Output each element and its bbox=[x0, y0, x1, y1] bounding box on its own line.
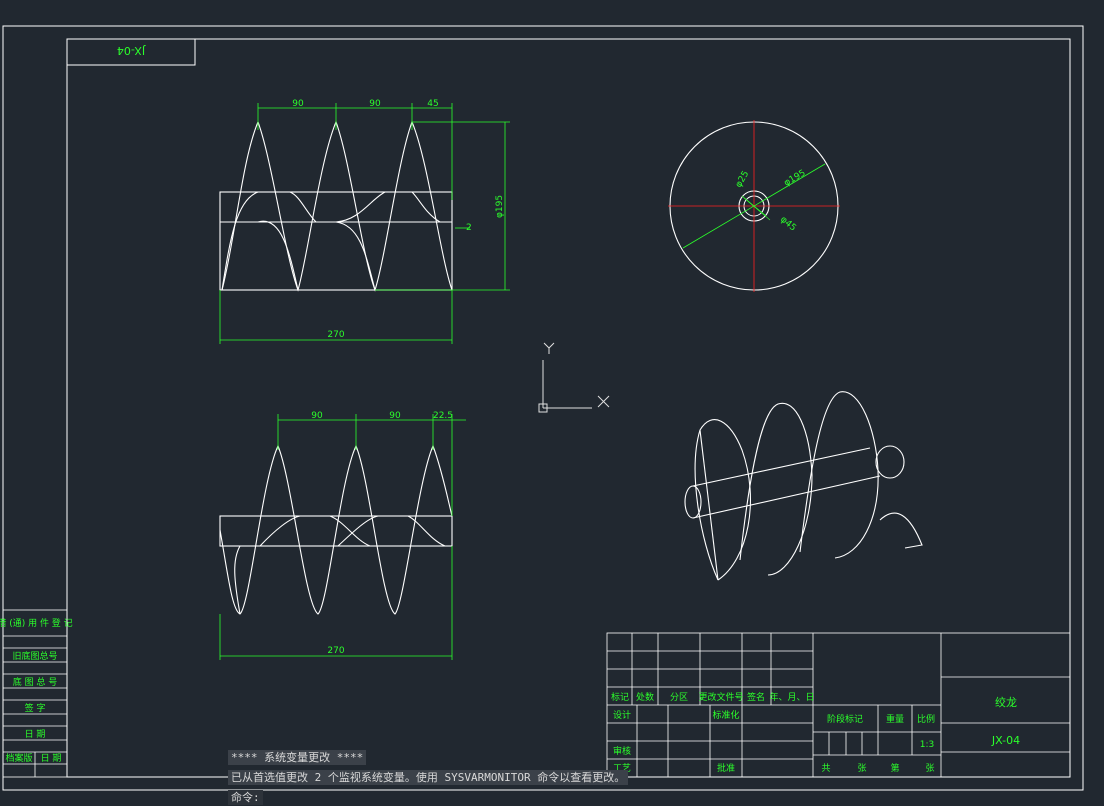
tb-part-code: JX-04 bbox=[991, 734, 1020, 747]
left-strip-row-3: 底 图 总 号 bbox=[13, 676, 58, 688]
tb-sheet-zhang1: 张 bbox=[857, 763, 866, 774]
dim-top-3: 45 bbox=[427, 99, 438, 109]
tb-header-mark: 标记 bbox=[611, 691, 629, 703]
tb-weight: 重量 bbox=[886, 713, 904, 725]
dim-side-shaft: φ45 bbox=[778, 215, 798, 234]
tb-sheet-total: 共 bbox=[821, 763, 830, 774]
tb-sheet-zhang2: 张 bbox=[925, 763, 934, 774]
left-strip-row-1: 借 (通) 用 件 登 记 bbox=[0, 617, 73, 629]
tb-header-date: 年、月、日 bbox=[769, 691, 814, 703]
dim-top-2: 90 bbox=[369, 99, 381, 109]
dim-bot-3: 22.5 bbox=[433, 411, 453, 421]
command-history-line-2: 已从首选值更改 2 个监视系统变量。使用 SYSVARMONITOR 命令以查看… bbox=[228, 770, 629, 785]
command-prompt[interactable]: 命令: bbox=[228, 790, 263, 805]
screw-side-view[interactable] bbox=[668, 120, 840, 292]
dimensions-top bbox=[219, 103, 510, 344]
tb-process: 工艺 bbox=[613, 763, 631, 774]
dim-side-hole: φ25 bbox=[734, 169, 751, 189]
dim-top-1: 90 bbox=[292, 99, 304, 109]
dim-bot-1: 90 bbox=[311, 411, 323, 421]
dim-top-gap: 2 bbox=[466, 223, 472, 233]
screw-front-view-top[interactable] bbox=[219, 120, 453, 292]
tb-design: 设计 bbox=[613, 709, 631, 721]
tb-standard: 标准化 bbox=[712, 709, 739, 721]
left-strip-row-2: 旧底图总号 bbox=[12, 650, 57, 662]
dim-bot-length: 270 bbox=[327, 646, 344, 656]
dimensions-bottom bbox=[219, 414, 466, 660]
dim-bot-2: 90 bbox=[389, 411, 401, 421]
dim-top-dia: φ195 bbox=[495, 195, 505, 218]
left-strip-table bbox=[2, 609, 68, 778]
tb-header-zone: 分区 bbox=[670, 692, 688, 703]
ucs-icon bbox=[538, 342, 610, 413]
tb-part-name: 绞龙 bbox=[995, 695, 1017, 709]
screw-front-view-bottom[interactable] bbox=[219, 444, 453, 615]
command-history-line-1: **** 系统变量更改 **** bbox=[228, 750, 367, 765]
dim-side-outer: φ195 bbox=[783, 168, 808, 188]
tb-check: 审核 bbox=[613, 745, 631, 757]
tb-sheet-di: 第 bbox=[890, 762, 899, 774]
title-block-grid bbox=[606, 632, 1071, 778]
tb-header-count: 处数 bbox=[636, 691, 654, 703]
left-strip-cell-archive: 档案版 bbox=[5, 752, 32, 764]
tb-stage: 阶段标记 bbox=[827, 713, 863, 725]
left-strip-row-4: 签 字 bbox=[25, 702, 46, 714]
tb-scale: 比例 bbox=[917, 713, 935, 725]
screw-isometric-view[interactable] bbox=[684, 391, 923, 581]
tb-approve: 批准 bbox=[717, 762, 735, 774]
outer-frame bbox=[2, 25, 1084, 791]
dim-top-length: 270 bbox=[327, 330, 344, 340]
left-strip-row-5: 日 期 bbox=[25, 729, 46, 740]
tb-header-sign: 签名 bbox=[747, 691, 765, 703]
tb-scale-value: 1:3 bbox=[920, 740, 934, 750]
left-strip-cell-date: 日 期 bbox=[41, 753, 62, 764]
drawing-tag: JX-04 bbox=[117, 44, 146, 57]
tb-header-docno: 更改文件号 bbox=[698, 691, 743, 703]
drawing-tag-box bbox=[66, 38, 196, 66]
